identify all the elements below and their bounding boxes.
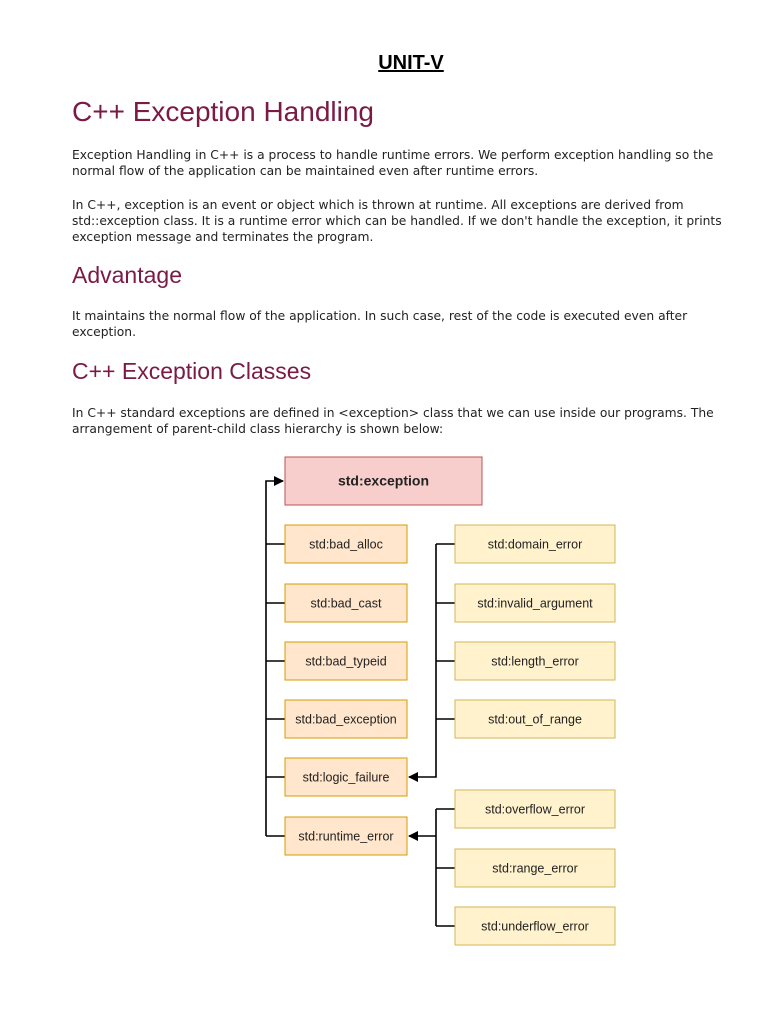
box-runtime-error-label: std:runtime_error <box>298 830 393 844</box>
advantage-paragraph: It maintains the normal flow of the appl… <box>72 309 688 339</box>
advantage-heading: Advantage <box>72 262 182 288</box>
connector-logic-trunk <box>408 544 437 782</box>
page-title: C++ Exception Handling <box>72 96 374 127</box>
box-range-error: std:range_error <box>454 848 616 888</box>
box-out-of-range: std:out_of_range <box>454 699 616 739</box>
box-domain-error: std:domain_error <box>454 524 616 564</box>
box-invalid-argument: std:invalid_argument <box>454 583 616 623</box>
box-underflow-error: std:underflow_error <box>454 906 616 946</box>
box-root-exception-label: std:exception <box>338 473 429 489</box>
box-length-error: std:length_error <box>454 641 616 681</box>
box-bad-alloc-label: std:bad_alloc <box>309 538 383 552</box>
diagram-connectors <box>265 476 455 927</box>
exception-classes-paragraph: In C++ standard exceptions are defined i… <box>72 406 714 436</box>
unit-title: UNIT-V <box>378 52 444 74</box>
box-underflow-error-label: std:underflow_error <box>481 920 589 934</box>
box-range-error-label: std:range_error <box>492 862 577 876</box>
intro-paragraph-2: In C++, exception is an event or object … <box>72 198 722 244</box>
box-runtime-error: std:runtime_error <box>284 816 408 856</box>
box-length-error-label: std:length_error <box>491 655 579 669</box>
box-out-of-range-label: std:out_of_range <box>488 713 582 727</box>
box-bad-alloc: std:bad_alloc <box>284 524 408 564</box>
box-bad-typeid: std:bad_typeid <box>284 641 408 681</box>
box-domain-error-label: std:domain_error <box>488 538 583 552</box>
intro-paragraph-1: Exception Handling in C++ is a process t… <box>72 148 714 178</box>
box-invalid-argument-label: std:invalid_argument <box>477 597 593 611</box>
box-bad-exception-label: std:bad_exception <box>295 713 397 727</box>
box-root-exception: std:exception <box>284 456 483 506</box>
exception-classes-heading: C++ Exception Classes <box>72 358 312 384</box>
box-bad-exception: std:bad_exception <box>284 699 408 739</box>
box-bad-cast-label: std:bad_cast <box>311 597 382 611</box>
connector-root-trunk <box>265 476 284 836</box>
box-logic-failure: std:logic_failure <box>284 757 408 797</box>
box-overflow-error: std:overflow_error <box>454 789 616 829</box>
box-overflow-error-label: std:overflow_error <box>485 803 585 817</box>
box-logic-failure-label: std:logic_failure <box>303 771 390 785</box>
box-bad-typeid-label: std:bad_typeid <box>305 655 386 669</box>
box-bad-cast: std:bad_cast <box>284 583 408 623</box>
